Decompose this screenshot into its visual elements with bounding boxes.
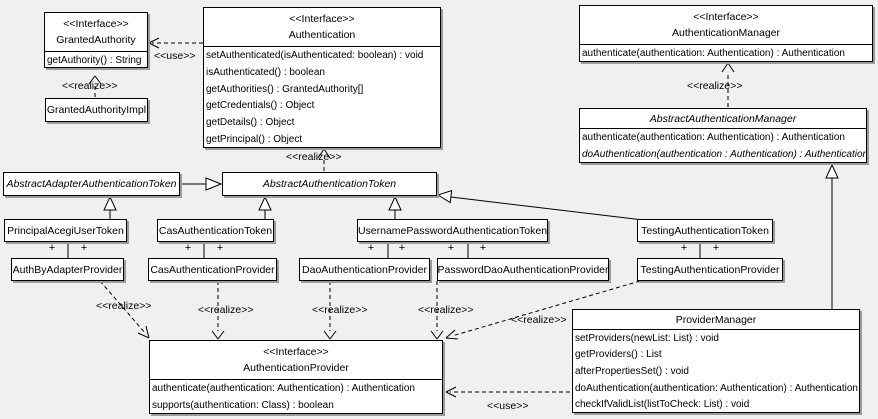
edge-gen-principalacegiusertoken (103, 195, 117, 219)
class-principal-acegi-user-token[interactable]: PrincipalAcegiUserToken (4, 219, 127, 242)
use-label: <<use>> (487, 400, 529, 412)
method-label: doAuthentication(authentication : Authen… (582, 149, 866, 160)
method-label: checkIfValidList(listToCheck: List) : vo… (575, 399, 750, 411)
class-username-password-authentication-token[interactable]: UsernamePasswordAuthenticationToken (357, 219, 548, 242)
class-testing-authentication-token[interactable]: TestingAuthenticationToken (637, 219, 773, 242)
method-label: setAuthenticated(isAuthenticated: boolea… (206, 49, 424, 61)
method-label: isAuthenticated() : boolean (206, 66, 325, 78)
class-authentication-provider[interactable]: <<Interface>> AuthenticationProvider authe… (149, 340, 443, 414)
edge-gen-providermanager (825, 163, 839, 310)
edge-use-authentication-grantedauthority (148, 37, 203, 49)
edge-realize-daoauthenticationprovider (323, 281, 337, 340)
method-label: afterPropertiesSet() : void (575, 365, 689, 377)
class-dao-authentication-provider[interactable]: DaoAuthenticationProvider (299, 258, 430, 281)
realize-label: <<realize>> (198, 304, 254, 316)
edge-gen-testingauthenticationtoken (436, 189, 644, 221)
edge-gen-casauthenticationtoken (258, 195, 272, 219)
class-name: Authentication (288, 29, 356, 41)
class-abstract-authentication-manager[interactable]: AbstractAuthenticationManager authenticat… (579, 108, 867, 163)
class-password-dao-authentication-provider[interactable]: PasswordDaoAuthenticationProvider (437, 258, 609, 281)
realize-label: <<realize>> (96, 300, 152, 312)
class-granted-authority[interactable]: <<Interface>> GrantedAuthority getAuthorit… (44, 12, 148, 68)
method-label: supports(authentication: Class) : boolea… (152, 400, 334, 411)
stereotype-label: <<Interface>> (693, 11, 759, 23)
realize-label: <<realize>> (286, 151, 342, 163)
edge-gen-usernamepasswordtoken (388, 195, 402, 219)
class-testing-authentication-provider[interactable]: TestingAuthenticationProvider (637, 258, 783, 281)
realize-label: <<realize>> (312, 304, 368, 316)
method-label: getCredentials() : Object (206, 100, 315, 112)
edge-realize-authbyadapterprovider (99, 280, 150, 339)
method-label: authenticate(authentication: Authenticat… (582, 132, 845, 143)
class-authentication[interactable]: <<Interface>> Authentication setAuthentica… (203, 7, 441, 148)
multiplicity-plus-label: + (80, 242, 88, 254)
method-label: getAuthorities() : GrantedAuthority[] (206, 83, 364, 95)
stereotype-label: <<Interface>> (63, 18, 129, 30)
method-label: getDetails() : Object (206, 117, 295, 129)
method-label: setProviders(newList: List) : void (575, 332, 719, 344)
edge-realize-grantedauthorityimpl (88, 75, 102, 97)
class-name: GrantedAuthority (56, 34, 136, 46)
edge-realize-abstractauthenticationtoken (317, 148, 331, 171)
class-abstract-authentication-token[interactable]: AbstractAuthenticationToken (222, 172, 437, 196)
multiplicity-plus-label: + (367, 242, 375, 254)
edge-gen-adapter-token (181, 177, 223, 191)
edge-realize-casauthenticationprovider (211, 281, 225, 340)
class-name: ProviderManager (675, 313, 757, 326)
multiplicity-plus-label: + (216, 242, 224, 254)
edge-realize-abstractauthenticationmanager (721, 62, 735, 107)
class-name: AuthenticationManager (672, 27, 780, 39)
class-cas-authentication-token[interactable]: CasAuthenticationToken (157, 219, 274, 242)
class-granted-authority-impl[interactable]: GrantedAuthorityImpl (45, 98, 148, 122)
stereotype-label: <<Interface>> (263, 346, 329, 358)
use-label: <<use>> (154, 50, 196, 62)
realize-label: <<realize>> (687, 80, 743, 92)
class-authentication-manager[interactable]: <<Interface>> AuthenticationManager authen… (579, 5, 873, 62)
edge-realize-testingauthenticationprovider (445, 280, 641, 340)
multiplicity-plus-label: + (447, 242, 455, 254)
class-cas-authentication-provider[interactable]: CasAuthenticationProvider (148, 258, 277, 281)
class-auth-by-adapter-provider[interactable]: AuthByAdapterProvider (11, 258, 124, 281)
multiplicity-plus-label: + (680, 242, 688, 254)
edge-use-providermanager (445, 386, 570, 398)
multiplicity-plus-label: + (48, 242, 56, 254)
stereotype-label: <<Interface>> (289, 13, 355, 25)
class-name: AuthenticationProvider (243, 362, 349, 374)
realize-label: <<realize>> (62, 80, 118, 92)
class-provider-manager[interactable]: ProviderManager setProviders(newList: Lis… (572, 309, 860, 413)
method-label: getAuthority() : String (47, 54, 142, 66)
multiplicity-plus-label: + (479, 242, 487, 254)
method-label: getPrincipal() : Object (206, 134, 303, 146)
method-label: getProviders() : List (575, 349, 662, 361)
method-label: doAuthentication(authentication: Authent… (575, 382, 858, 394)
method-label: authenticate(authentication: Authenticat… (582, 48, 845, 59)
realize-label: <<realize>> (511, 314, 567, 326)
class-abstract-adapter-authentication-token[interactable]: AbstractAdapterAuthenticationToken (3, 172, 180, 196)
realize-label: <<realize>> (418, 304, 474, 316)
edge-realize-passworddaoprovider (430, 281, 444, 340)
method-label: authenticate(authentication: Authenticat… (152, 383, 415, 394)
class-name: AbstractAuthenticationManager (649, 112, 797, 125)
multiplicity-plus-label: + (398, 242, 406, 254)
multiplicity-plus-label: + (712, 242, 720, 254)
multiplicity-plus-label: + (184, 242, 192, 254)
edge-assoc-token-provider (67, 242, 701, 258)
